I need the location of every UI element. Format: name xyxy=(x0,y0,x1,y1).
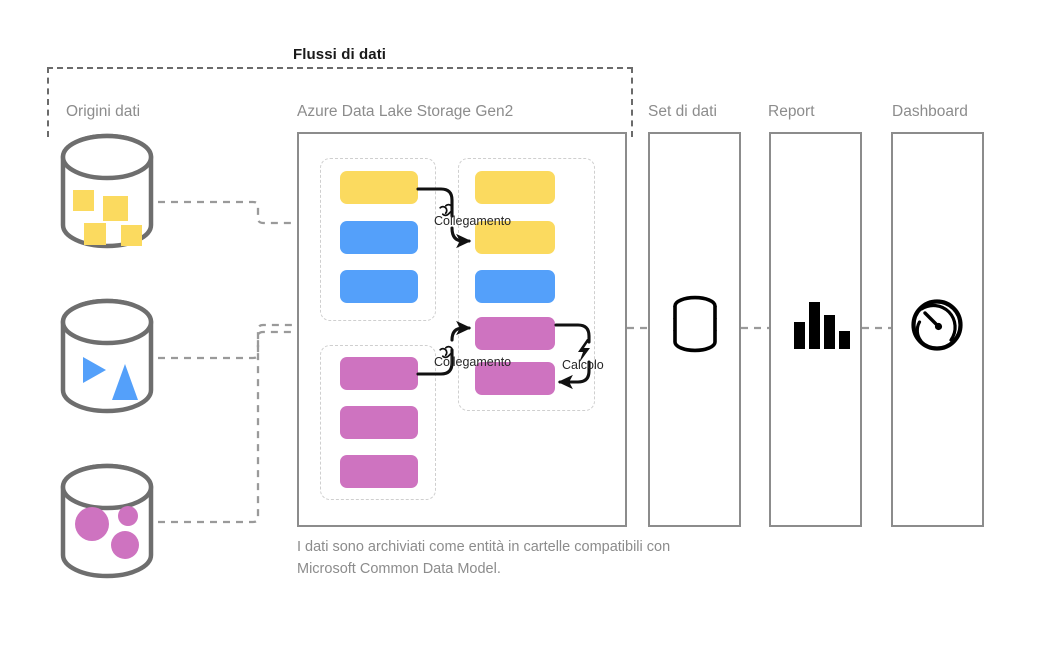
entity-chip-c1 xyxy=(475,171,555,204)
entity-group-staged-bottom xyxy=(320,345,436,500)
source-marker-triangle-right xyxy=(83,357,106,383)
source-marker-triangle-up xyxy=(112,364,138,400)
entity-chip-c3 xyxy=(475,270,555,303)
diagram-caption: I dati sono archiviati come entità in ca… xyxy=(297,539,671,577)
report-panel xyxy=(769,132,862,527)
dashboard-panel xyxy=(891,132,984,527)
database-cylinder-icon xyxy=(60,133,154,249)
entity-chip-a3 xyxy=(340,270,418,303)
column-label-report: Report xyxy=(768,103,815,120)
connector-source-2 xyxy=(158,323,296,360)
entity-chip-a1 xyxy=(340,171,418,204)
entity-group-staged-top xyxy=(320,158,436,321)
source-marker-circle xyxy=(111,531,139,559)
set-di-dati-panel xyxy=(648,132,741,527)
data-source-cylinder-yellow xyxy=(60,133,154,249)
entity-chip-c2 xyxy=(475,221,555,254)
edge-label-calcolo-1: Calcolo xyxy=(562,358,604,372)
source-marker-square xyxy=(73,190,94,211)
entity-chip-b1 xyxy=(340,357,418,390)
edge-label-collegamento-1: Collegamento xyxy=(434,214,512,228)
connector-source-3 xyxy=(158,330,296,524)
column-label-set-di-dati: Set di dati xyxy=(648,103,717,120)
column-label-adls-gen2: Azure Data Lake Storage Gen2 xyxy=(297,103,514,120)
cylinder-top-ellipse xyxy=(60,133,154,181)
cylinder-top-ellipse xyxy=(60,298,154,346)
entity-chip-a2 xyxy=(340,221,418,254)
cylinder-top-ellipse xyxy=(60,463,154,511)
diagram-title: Flussi di dati xyxy=(293,46,387,63)
dataflow-boundary xyxy=(47,67,633,137)
column-label-dashboard: Dashboard xyxy=(892,103,968,120)
entity-chip-b2 xyxy=(340,406,418,439)
source-marker-square xyxy=(121,225,142,246)
database-cylinder-icon xyxy=(60,298,154,414)
source-marker-square xyxy=(103,196,128,221)
entity-chip-b3 xyxy=(340,455,418,488)
data-source-cylinder-blue xyxy=(60,298,154,414)
entity-chip-c4 xyxy=(475,317,555,350)
database-cylinder-icon xyxy=(60,463,154,579)
edge-label-collegamento-2: Collegamento xyxy=(434,355,512,369)
column-label-origini-dati: Origini dati xyxy=(66,103,141,120)
source-marker-circle xyxy=(118,506,138,526)
entity-chip-c5 xyxy=(475,362,555,395)
connector-source-1 xyxy=(158,200,296,225)
source-marker-circle xyxy=(75,507,109,541)
source-marker-square xyxy=(84,223,106,245)
entity-group-linked xyxy=(458,158,595,411)
data-source-cylinder-pink xyxy=(60,463,154,579)
